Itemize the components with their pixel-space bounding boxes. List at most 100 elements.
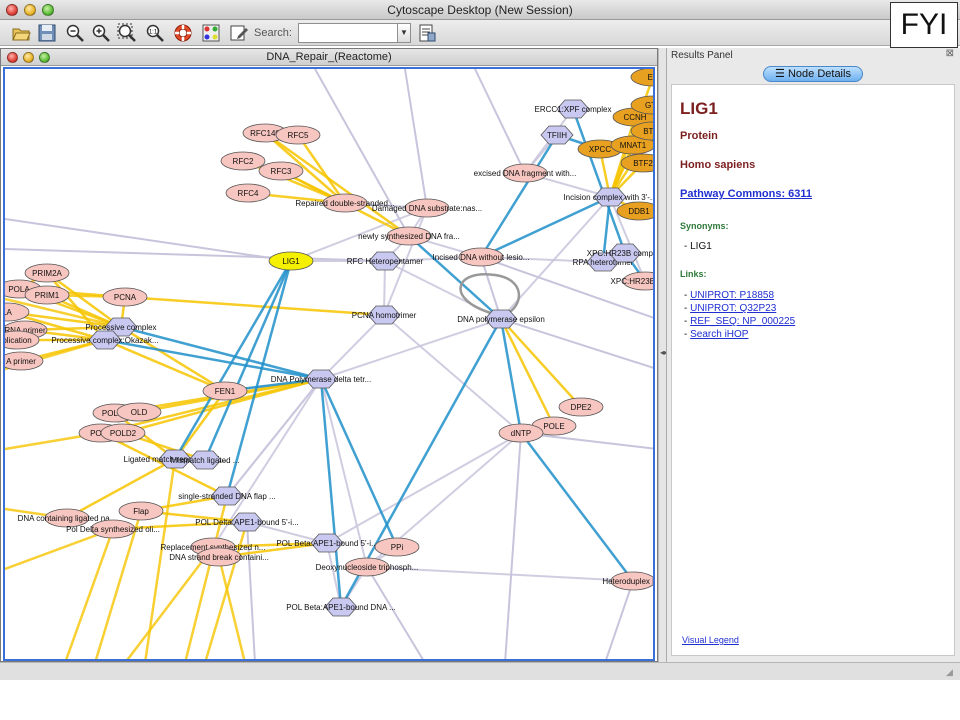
network-node[interactable]: Heteroduplex DN (602, 571, 655, 591)
network-edge[interactable] (480, 256, 655, 319)
protein-node-shape[interactable] (610, 571, 655, 591)
network-edge[interactable] (104, 338, 226, 393)
search-dropdown-button[interactable]: ▼ (397, 23, 411, 43)
self-loop-edge[interactable] (459, 272, 521, 317)
network-node[interactable]: Processive complex:Okazak... (51, 330, 159, 350)
network-node[interactable]: DPE2 (558, 397, 604, 417)
network-edge[interactable] (520, 432, 634, 582)
network-node[interactable]: RFC2 (220, 151, 266, 171)
network-edge[interactable] (366, 566, 425, 661)
network-edge[interactable] (320, 318, 502, 380)
network-edge[interactable] (500, 318, 655, 369)
network-edge[interactable] (326, 542, 342, 608)
complex-node-shape[interactable] (304, 369, 338, 389)
protein-node-shape[interactable] (502, 163, 548, 183)
export-button[interactable] (416, 22, 438, 44)
network-edge[interactable] (112, 520, 248, 531)
network-edge[interactable] (571, 108, 627, 254)
network-edge[interactable] (320, 314, 385, 380)
network-node[interactable]: BTF2 (630, 121, 655, 141)
network-edge[interactable] (605, 580, 634, 661)
network-edge[interactable] (326, 432, 522, 544)
save-button[interactable] (36, 22, 58, 44)
network-node[interactable]: PPi (374, 537, 420, 557)
network-node[interactable]: plication (5, 330, 40, 350)
network-node[interactable]: BTF2 (620, 153, 655, 173)
resize-grip-icon[interactable]: ◢ (946, 667, 953, 677)
network-edge[interactable] (5, 527, 114, 571)
pathway-commons-link[interactable]: Pathway Commons: 6311 (680, 188, 813, 200)
close-window-icon[interactable] (6, 4, 18, 16)
complex-node-shape[interactable] (310, 533, 344, 553)
network-node[interactable]: A primer (5, 351, 44, 371)
network-edge[interactable] (290, 207, 428, 262)
zoom-in-button[interactable] (90, 22, 112, 44)
panel-splitter[interactable]: ◂▸ (658, 48, 669, 662)
protein-node-shape[interactable] (202, 381, 248, 401)
protein-node-shape[interactable] (220, 151, 266, 171)
network-edge[interactable] (383, 207, 428, 316)
protein-node-shape[interactable] (44, 508, 90, 528)
network-node[interactable]: POL Beta:APE1-bound 5'-i... (276, 533, 378, 553)
protein-node-shape[interactable] (622, 271, 655, 291)
network-node[interactable]: ER (630, 69, 655, 87)
network-node[interactable]: Incised DNA without lesio... (433, 247, 530, 267)
network-node[interactable]: RFC5 (275, 125, 321, 145)
network-edge[interactable] (474, 69, 526, 174)
network-node[interactable]: Pol Delta synthesized oli... (66, 519, 160, 539)
network-node[interactable]: excised DNA fragment with... (474, 163, 577, 183)
minimize-window-icon[interactable] (24, 4, 36, 16)
network-node[interactable]: Incision complex with 3'-... (563, 187, 655, 207)
network-node[interactable]: DNA Polymerase delta tetr... (271, 369, 372, 389)
network-edge[interactable] (120, 325, 322, 381)
network-edge[interactable] (124, 295, 385, 317)
protein-node-shape[interactable] (386, 226, 432, 246)
network-node[interactable]: Repaired double-stranded... (295, 193, 395, 213)
complex-node-shape[interactable] (188, 450, 222, 470)
network-edge[interactable] (94, 510, 143, 661)
network-node[interactable]: POL Beta:APE1-bound DNA ... (286, 597, 396, 617)
splitter-arrow-icon[interactable]: ◂▸ (660, 348, 669, 357)
network-edge[interactable] (104, 338, 322, 381)
ihop-link[interactable]: Search iHOP (690, 329, 749, 340)
complex-node-shape[interactable] (88, 330, 122, 350)
network-node[interactable]: RFC Heteropentamer (347, 251, 424, 271)
complex-node-shape[interactable] (324, 597, 358, 617)
network-node[interactable]: DDB1 (616, 201, 655, 221)
network-node[interactable]: RFC4 (225, 183, 271, 203)
network-edge[interactable] (217, 556, 246, 661)
protein-node-shape[interactable] (268, 251, 314, 271)
protein-node-shape[interactable] (196, 547, 242, 567)
network-node[interactable]: LIG1 (268, 251, 314, 271)
network-node[interactable]: DNA containing ligated na... (18, 508, 117, 528)
network-edge[interactable] (404, 69, 428, 209)
network-edge[interactable] (366, 566, 634, 582)
zoom-selected-button[interactable]: 1:1 (144, 22, 166, 44)
float-panel-icon[interactable]: ⊠ (945, 48, 954, 59)
network-node[interactable]: POLD2 (100, 423, 146, 443)
search-input[interactable] (298, 23, 398, 43)
complex-node-shape[interactable] (484, 309, 518, 329)
network-node[interactable]: dNTP (498, 423, 544, 443)
network-node[interactable]: Flap (118, 501, 164, 521)
network-edge[interactable] (173, 390, 227, 460)
network-edge[interactable] (5, 248, 386, 262)
network-node[interactable]: Deoxynucleoside triphosph... (316, 557, 419, 577)
network-edge[interactable] (225, 260, 293, 497)
network-edge[interactable] (120, 325, 226, 393)
network-edge[interactable] (212, 378, 322, 548)
network-edge[interactable] (480, 256, 502, 320)
network-node[interactable]: XPC:HR23B:dam... (611, 271, 655, 291)
protein-node-shape[interactable] (102, 287, 148, 307)
complex-node-shape[interactable] (556, 99, 590, 119)
network-edge[interactable] (320, 378, 368, 568)
network-edge[interactable] (226, 378, 322, 497)
network-edge[interactable] (264, 132, 346, 204)
network-edge[interactable] (65, 528, 115, 661)
network-edge[interactable] (609, 196, 646, 282)
network-edge[interactable] (5, 297, 122, 329)
network-node[interactable]: MNAT1 (610, 135, 655, 155)
network-node[interactable]: PCNA homotrimer (352, 305, 417, 325)
network-edge[interactable] (122, 377, 322, 435)
